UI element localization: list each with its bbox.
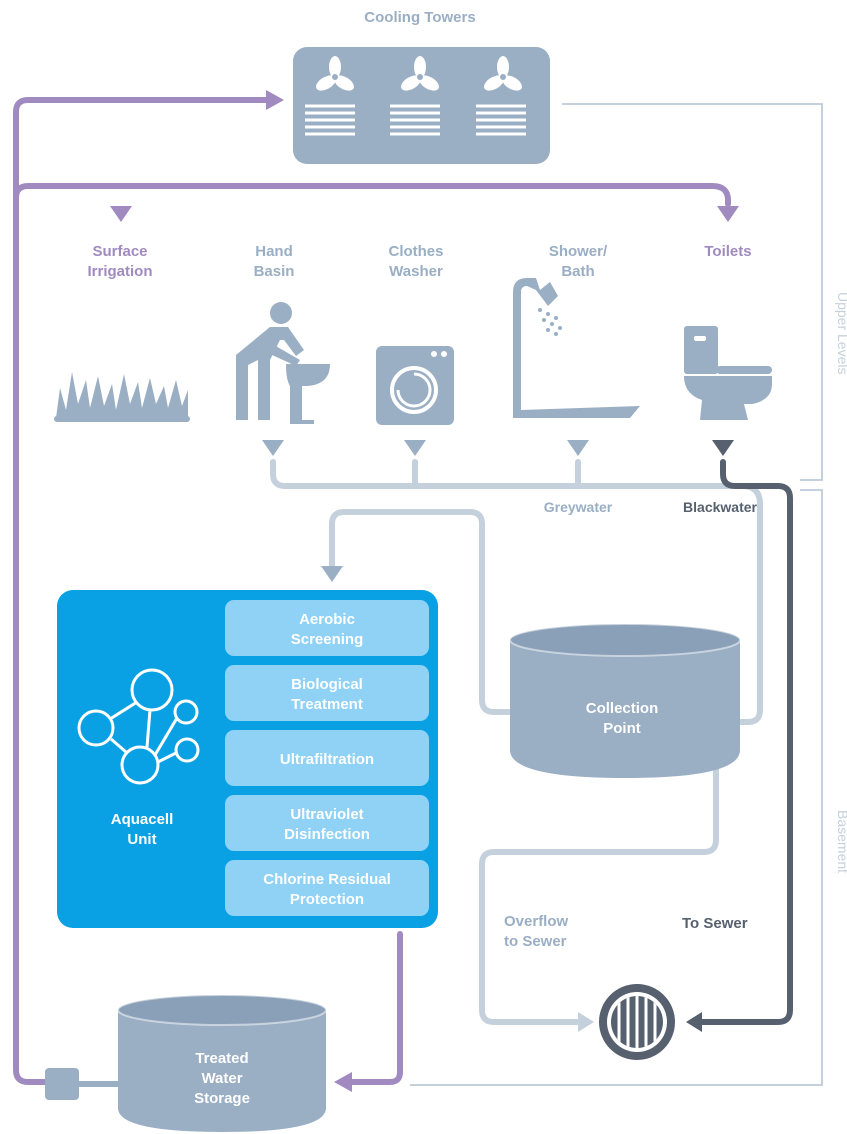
storage-label-2: Water bbox=[201, 1070, 242, 1087]
step-aerobic-1: Aerobic bbox=[299, 611, 355, 628]
valve-icon bbox=[45, 1068, 79, 1100]
washing-machine-icon bbox=[376, 346, 454, 425]
treated-water-supply-pipes bbox=[13, 97, 731, 1085]
process-steps bbox=[225, 600, 429, 916]
shower-icon bbox=[513, 278, 640, 418]
process-step-box bbox=[225, 730, 429, 786]
arrow-to-irrigation bbox=[110, 206, 132, 222]
step-aerobic-2: Screening bbox=[291, 631, 364, 648]
greywater-pipes bbox=[270, 459, 763, 1025]
collection-point-label-1: Collection bbox=[586, 700, 659, 717]
surface-irrigation-label-1: Surface bbox=[92, 243, 147, 260]
process-step-box bbox=[225, 795, 429, 851]
overflow-label-1: Overflow bbox=[504, 913, 569, 930]
basement-bracket bbox=[410, 489, 823, 1086]
upper-levels-label: Upper Levels bbox=[835, 292, 847, 375]
clothes-washer-label-2: Washer bbox=[389, 263, 443, 280]
arrow-to-cooling-towers bbox=[266, 90, 284, 110]
step-ultrafiltration: Ultrafiltration bbox=[280, 751, 374, 768]
greywater-label: Greywater bbox=[544, 499, 613, 515]
step-chlorine-1: Chlorine Residual bbox=[263, 871, 391, 888]
process-step-box bbox=[225, 600, 429, 656]
grass-icon bbox=[54, 372, 190, 422]
to-sewer-label: To Sewer bbox=[682, 915, 748, 932]
aquacell-unit-label-2: Unit bbox=[127, 831, 156, 848]
arrow-to-storage bbox=[334, 1072, 352, 1092]
drain-grate-icon bbox=[599, 984, 675, 1060]
process-step-box bbox=[225, 665, 429, 721]
upper-levels-bracket bbox=[562, 103, 823, 481]
fan-icon bbox=[484, 56, 522, 91]
surface-irrigation-label-2: Irrigation bbox=[87, 263, 152, 280]
toilet-icon bbox=[684, 326, 772, 420]
shower-bath-label-1: Shower/ bbox=[549, 243, 608, 260]
storage-label-3: Storage bbox=[194, 1090, 250, 1107]
greywater-drain-arrows bbox=[262, 440, 589, 456]
collection-point-label-2: Point bbox=[603, 720, 641, 737]
aquacell-unit-label-1: Aquacell bbox=[111, 811, 174, 828]
arrow-to-treatment bbox=[321, 566, 343, 582]
collection-point-tank bbox=[509, 623, 741, 778]
fan-icon bbox=[401, 56, 439, 91]
person-at-basin-icon bbox=[236, 302, 330, 424]
hand-basin-label-1: Hand bbox=[255, 243, 293, 260]
step-ultraviolet-1: Ultraviolet bbox=[290, 806, 363, 823]
cooling-fins bbox=[305, 104, 526, 136]
storage-label-1: Treated bbox=[195, 1050, 248, 1067]
blackwater-label: Blackwater bbox=[683, 499, 757, 515]
molecule-icon bbox=[77, 668, 200, 785]
blackwater-drain-arrow bbox=[712, 440, 734, 456]
arrow-to-sewer-drain bbox=[686, 1012, 702, 1032]
overflow-label-2: to Sewer bbox=[504, 933, 567, 950]
arrow-overflow-to-drain bbox=[578, 1012, 594, 1032]
fan-icon bbox=[316, 56, 354, 91]
shower-bath-label-2: Bath bbox=[561, 263, 594, 280]
toilets-label: Toilets bbox=[704, 243, 751, 260]
step-ultraviolet-2: Disinfection bbox=[284, 826, 370, 843]
step-biological-1: Biological bbox=[291, 676, 363, 693]
blackwater-pipe bbox=[697, 459, 793, 1025]
arrow-to-toilets bbox=[717, 206, 739, 222]
process-step-box bbox=[225, 860, 429, 916]
step-biological-2: Treatment bbox=[291, 696, 363, 713]
clothes-washer-label-1: Clothes bbox=[388, 243, 443, 260]
cooling-towers-label: Cooling Towers bbox=[364, 9, 475, 26]
step-chlorine-2: Protection bbox=[290, 891, 364, 908]
cooling-towers-unit bbox=[293, 47, 550, 164]
basement-label: Basement bbox=[835, 810, 847, 873]
treated-water-storage-tank bbox=[117, 994, 327, 1132]
hand-basin-label-2: Basin bbox=[254, 263, 295, 280]
